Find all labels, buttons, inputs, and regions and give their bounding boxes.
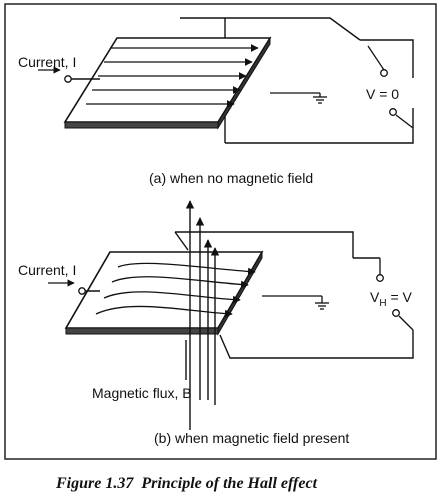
voltage-label-a: V = 0 [366, 86, 399, 102]
hall-voltage-label: VH = V [370, 289, 413, 309]
terminal-lead [367, 45, 385, 71]
slab-front-edge [64, 121, 219, 129]
probe-plane-top-edge [175, 231, 354, 258]
magnetic-flux-label: Magnetic flux, B [92, 385, 192, 401]
ground-symbol [315, 302, 329, 310]
voltage-terminal-top [376, 274, 384, 282]
figure-border [4, 3, 437, 460]
semiconductor-slab [63, 37, 272, 123]
voltage-terminal-bottom [392, 309, 400, 317]
input-terminal [78, 287, 86, 295]
panel-a-diagram: Current, I V = 0 (a) when no magnetic fi… [18, 17, 414, 186]
current-flow-line [117, 262, 256, 276]
input-terminal [64, 75, 72, 83]
terminal-lead [395, 114, 414, 129]
caption-a: (a) when no magnetic field [149, 170, 313, 186]
probe-wire-bottom [225, 108, 414, 144]
current-flow-line [95, 305, 233, 318]
slab-front-edge [65, 327, 219, 335]
probe-plane-left-edge [174, 231, 189, 251]
current-label-b: Current, I [18, 262, 76, 278]
ground-symbol [313, 96, 327, 104]
current-flow-line [111, 276, 249, 289]
current-label-a: Current, I [18, 54, 76, 70]
current-flow-line [103, 291, 241, 304]
figure-caption: Figure 1.37 Principle of the Hall effect [55, 475, 318, 492]
voltage-terminal-top [380, 69, 388, 77]
probe-wire-top [360, 39, 414, 78]
terminal-lead [398, 315, 414, 331]
voltage-terminal-bottom [389, 108, 397, 116]
caption-b: (b) when magnetic field present [154, 430, 349, 446]
probe-wire-bottom [219, 330, 414, 359]
panel-b-diagram: Current, I VH = V Magnetic flux, B (b) w… [18, 200, 414, 446]
probe-plane-top-edge [180, 17, 361, 41]
